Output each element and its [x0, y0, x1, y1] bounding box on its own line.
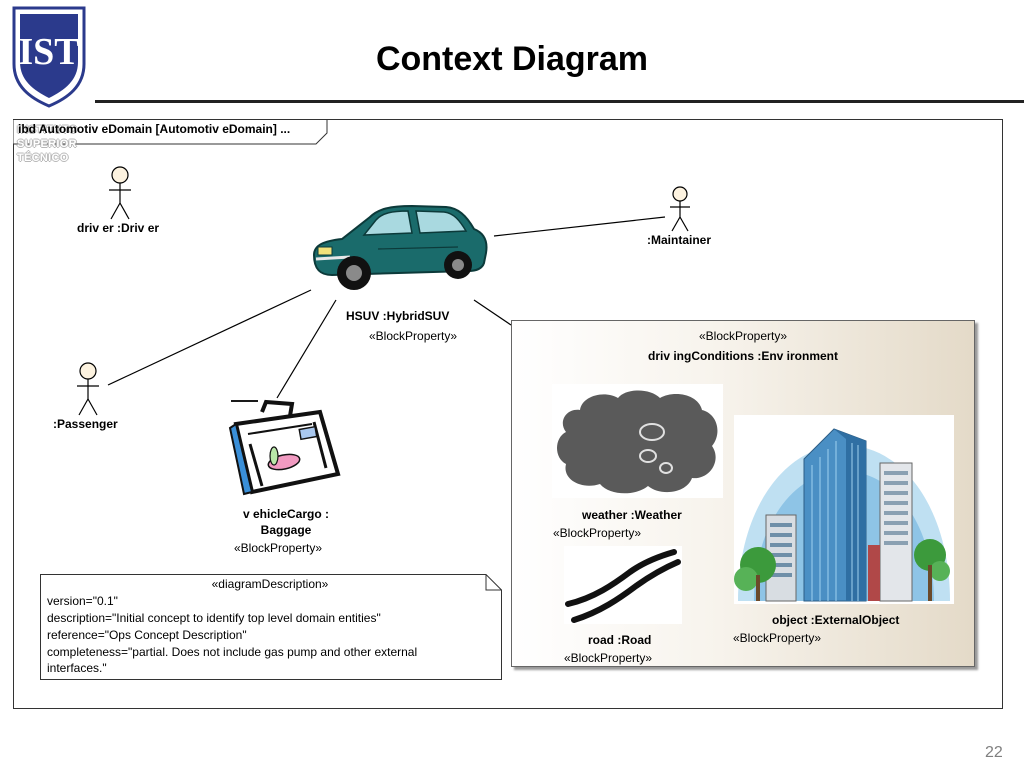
frame-label: ibd Automotiv eDomain [Automotiv eDomain… [18, 122, 291, 136]
hsuv-stereotype: «BlockProperty» [369, 329, 458, 343]
driver-label: driv er :Driv er [77, 221, 160, 235]
car-icon [312, 204, 488, 290]
note-line-reference: reference="Ops Concept Description" [47, 628, 247, 642]
weather-cloud-icon [552, 384, 723, 498]
frame-tab [13, 119, 328, 145]
environment-stereotype: «BlockProperty» [698, 329, 788, 343]
diagram-frame [13, 119, 1003, 709]
baggage-icon [228, 399, 341, 496]
connector-car-passenger [107, 289, 312, 386]
buildings-icon [734, 415, 954, 604]
note-stereotype: «diagramDescription» [211, 577, 329, 591]
title-divider [95, 100, 1024, 103]
environment-name: driv ingConditions :Env ironment [648, 349, 838, 363]
connector-car-environment [473, 299, 512, 326]
object-name: object :ExternalObject [772, 613, 900, 627]
cargo-stereotype: «BlockProperty» [233, 541, 323, 555]
road-name: road :Road [588, 633, 652, 647]
hsuv-name: HSUV :HybridSUV [346, 309, 450, 323]
driver-actor-icon [109, 166, 131, 220]
note-line-version: version="0.1" [47, 594, 118, 608]
passenger-label: :Passenger [53, 417, 118, 431]
maintainer-label: :Maintainer [647, 233, 712, 247]
passenger-actor-icon [77, 362, 99, 416]
page-title: Context Diagram [375, 40, 649, 78]
ist-logo: IST [12, 6, 86, 108]
weather-name: weather :Weather [582, 508, 682, 522]
road-stereotype: «BlockProperty» [564, 651, 653, 665]
logo-watermark-text: INSTITUTO SUPERIOR TÉCNICO [17, 124, 78, 164]
note-line-completeness: completeness="partial. Does not include … [47, 645, 418, 659]
weather-stereotype: «BlockProperty» [553, 526, 642, 540]
cargo-name-line1: v ehicleCargo : [242, 507, 330, 521]
description-note [40, 574, 502, 680]
maintainer-actor-icon [670, 186, 690, 232]
road-icon [564, 546, 682, 624]
note-line-description: description="Initial concept to identify… [47, 611, 381, 625]
cargo-name-line2: Baggage [260, 523, 312, 537]
note-line-interfaces: interfaces." [47, 661, 107, 675]
building-windows-left [770, 523, 792, 577]
connector-car-cargo [276, 299, 337, 399]
object-stereotype: «BlockProperty» [733, 631, 822, 645]
page-number: 22 [985, 744, 1003, 761]
svg-text:IST: IST [18, 31, 79, 73]
connector-car-maintainer [493, 216, 666, 237]
